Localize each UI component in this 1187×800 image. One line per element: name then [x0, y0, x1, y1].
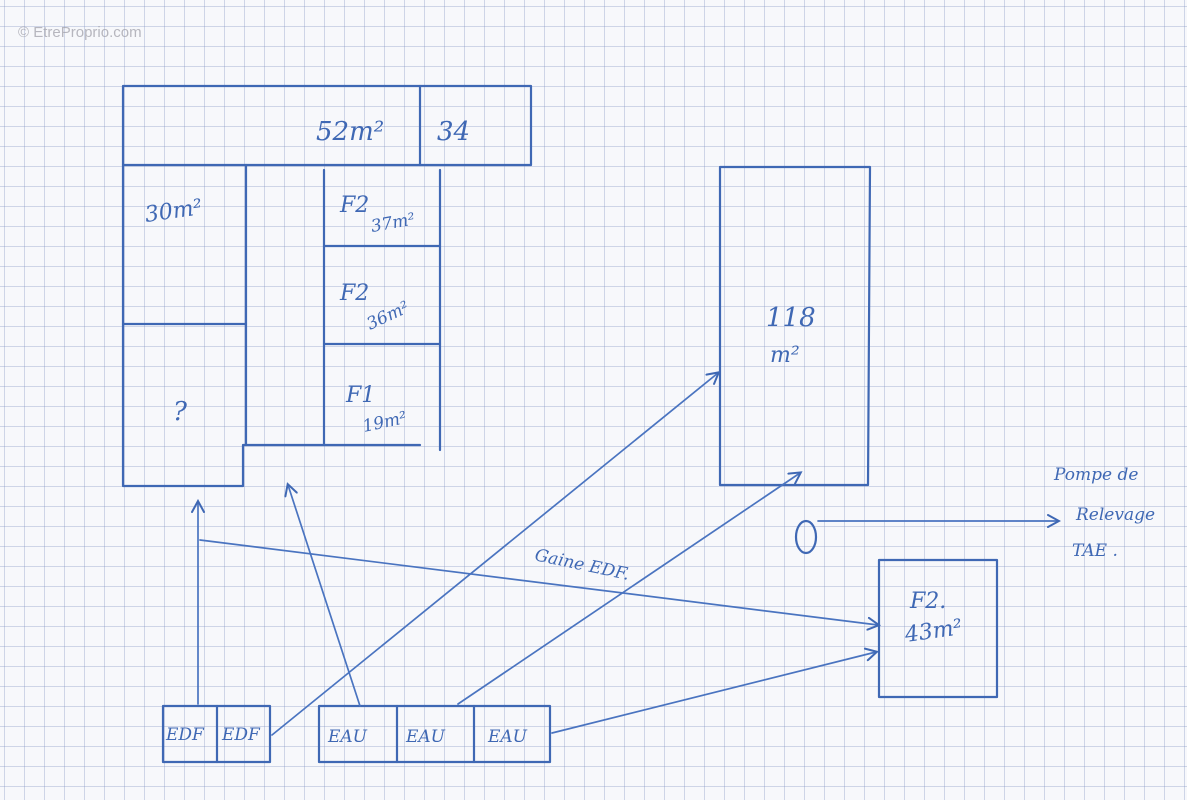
arrow-eau2-to-right-block: [457, 473, 800, 705]
top-area-label: 52m²: [316, 117, 384, 147]
pump-label-line2: Relevage: [1075, 505, 1155, 525]
pump-circle: [794, 519, 818, 555]
top-strip: [121, 84, 533, 167]
meter-row: [161, 704, 552, 764]
apt2-type-label: F2: [339, 281, 369, 306]
arrow-edf2-to-right-block: [271, 373, 718, 736]
connections: [198, 373, 878, 736]
eau-meter-1: EAU: [327, 727, 368, 747]
small-block-type: F2.: [909, 589, 946, 614]
left-upper-area-label: 30m²: [143, 195, 204, 228]
edf-meter-1: EDF: [165, 725, 205, 745]
eau-meter-3: EAU: [487, 727, 528, 747]
apt3-area-label: 19m²: [361, 408, 409, 437]
right-block-line1: 118: [766, 303, 816, 333]
left-lower-label: ?: [173, 397, 188, 427]
edf-meters-outline: [161, 704, 272, 764]
watermark: © EtreProprio.com: [18, 24, 142, 41]
left-wing-outline: [121, 163, 422, 488]
arrow-eau1-to-building: [288, 485, 361, 707]
arrow-to-small-block: [199, 539, 878, 625]
top-small-label: 34: [437, 117, 470, 147]
apt1-type-label: F2: [339, 193, 369, 218]
small-block-outline: [877, 558, 999, 699]
small-block-area: 43m²: [902, 615, 964, 648]
apt1-area-label: 37m²: [369, 209, 417, 236]
pump-label-line3: TAE .: [1072, 541, 1118, 561]
edf-meter-2: EDF: [221, 725, 261, 745]
apt2-area-label: 36m²: [364, 297, 413, 334]
arrow-eau3-to-small-block: [551, 652, 876, 734]
pump-label-line1: Pompe de: [1053, 465, 1138, 485]
right-block-line2: m²: [770, 343, 800, 368]
gaine-edf-label: Gaine EDF.: [533, 545, 631, 585]
apartments-column: [322, 168, 442, 452]
eau-meter-2: EAU: [405, 727, 446, 747]
apt3-type-label: F1: [345, 383, 375, 408]
main-building: [121, 84, 533, 488]
